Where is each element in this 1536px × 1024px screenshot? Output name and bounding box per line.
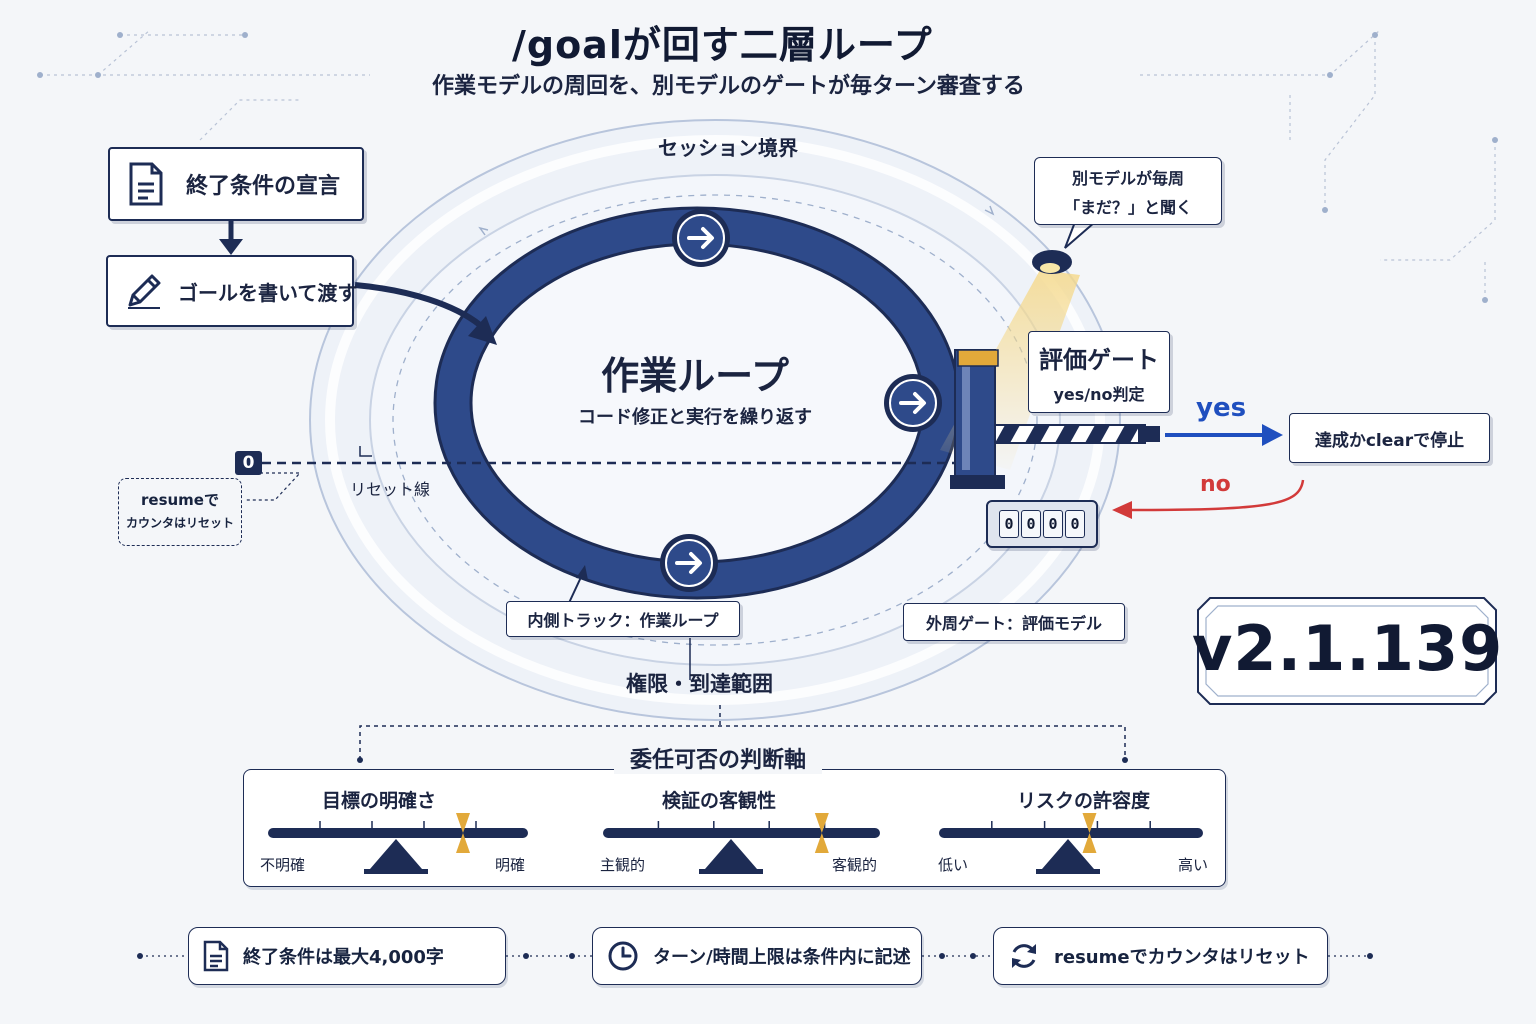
scale-right-objectivity: 客観的	[832, 856, 878, 874]
page-subtitle: 作業モデルの周回を、別モデルのゲートが毎ターン審査する	[432, 74, 1025, 99]
declare-condition-label: 終了条件の宣言	[186, 174, 341, 199]
outer-gate-label-box: 外周ゲート：評価モデル	[903, 603, 1125, 641]
declare-condition-box: 終了条件の宣言	[108, 147, 364, 221]
scale-base	[364, 869, 428, 874]
scale-clarity	[268, 813, 528, 874]
footer-item-turn-limit: ターン/時間上限は条件内に記述	[592, 927, 922, 985]
stop-condition-label: 達成かclearで停止	[1314, 430, 1465, 451]
work-loop-title: 作業ループ	[601, 354, 789, 398]
version-label: v2.1.139	[1192, 612, 1504, 685]
session-boundary-label: セッション境界	[658, 136, 798, 160]
evaluation-gate-title: 評価ゲート	[1039, 345, 1159, 374]
footer-item-resume-reset: resumeでカウンタはリセット	[993, 927, 1328, 985]
evaluation-camera-icon	[1032, 250, 1072, 274]
ring-arrow-right	[884, 374, 942, 432]
work-loop-subtitle: コード修正と実行を繰り返す	[578, 407, 812, 428]
scale-beam	[268, 828, 528, 838]
scale-fulcrum	[1042, 839, 1094, 869]
bubble-line2: 「まだ？」と聞く	[1063, 197, 1192, 217]
scale-title-risk: リスクの許容度	[1017, 790, 1151, 812]
scale-left-risk: 低い	[938, 856, 969, 874]
reset-line-label: リセット線	[350, 480, 431, 499]
permission-scope-label: 権限・到達範囲	[626, 672, 773, 696]
goal-to-loop-arrow	[354, 282, 482, 328]
evaluation-gate-card: 評価ゲート yes/no判定	[1028, 331, 1170, 413]
counter-digit: 0	[1021, 510, 1041, 538]
counter-digit: 0	[999, 510, 1019, 538]
version-badge-frame	[1197, 597, 1497, 705]
resume-note-line1: resumeで	[141, 491, 219, 509]
no-arrow	[1129, 479, 1305, 512]
refresh-icon	[1008, 940, 1040, 972]
counter-digit: 0	[1043, 510, 1063, 538]
evaluation-gate-subtitle: yes/no判定	[1053, 384, 1145, 404]
no-label: no	[1200, 472, 1231, 497]
scale-marker	[1082, 813, 1097, 853]
scale-objectivity	[603, 813, 880, 874]
pencil-icon	[124, 271, 164, 311]
footer-turn-limit-label: ターン/時間上限は条件内に記述	[653, 947, 911, 968]
stop-condition-box: 達成かclearで停止	[1289, 413, 1490, 463]
footer-resume-reset-label: resumeでカウンタはリセット	[1054, 947, 1310, 968]
yes-label: yes	[1196, 393, 1247, 423]
page-title: /goalが回す二層ループ	[512, 23, 933, 67]
clock-icon	[607, 940, 639, 972]
evaluator-speech-bubble: 別モデルが毎周 「まだ？」と聞く	[1034, 157, 1222, 225]
scale-marker	[814, 813, 829, 853]
scale-beam	[939, 828, 1203, 838]
scale-beam	[603, 828, 880, 838]
resume-reset-note: resumeで カウンタはリセット	[118, 478, 242, 546]
scale-fulcrum	[705, 839, 757, 869]
scale-title-objectivity: 検証の客観性	[662, 790, 777, 812]
scale-fulcrum	[370, 839, 422, 869]
scale-right-risk: 高い	[1178, 856, 1209, 874]
turn-counter: 0 0 0 0	[986, 500, 1098, 548]
document-icon	[128, 162, 164, 206]
inner-track-label-box: 内側トラック：作業ループ	[506, 601, 740, 637]
document-icon	[203, 940, 229, 972]
delegation-title: 委任可否の判断軸	[614, 742, 823, 774]
scale-base	[699, 869, 763, 874]
ring-arrow-top	[672, 209, 730, 267]
write-goal-label: ゴールを書いて渡す	[178, 280, 358, 305]
scale-base	[1036, 869, 1100, 874]
counter-digit: 0	[1065, 510, 1085, 538]
footer-char-limit-label: 終了条件は最大4,000字	[243, 947, 444, 968]
scale-risk	[939, 813, 1203, 874]
bubble-line1: 別モデルが毎周	[1071, 168, 1184, 188]
ring-arrow-bottom	[660, 534, 718, 592]
resume-note-line2: カウンタはリセット	[125, 516, 234, 530]
scale-marker	[456, 813, 470, 853]
evaluation-gate-barrier	[950, 349, 1160, 489]
footer-item-char-limit: 終了条件は最大4,000字	[188, 927, 506, 985]
scale-title-clarity: 目標の明確さ	[322, 790, 437, 812]
flow-down-arrow	[219, 221, 243, 255]
scale-left-clarity: 不明確	[260, 856, 306, 874]
outer-gate-label: 外周ゲート：評価モデル	[925, 614, 1102, 633]
inner-track-label: 内側トラック：作業ループ	[527, 611, 719, 630]
reset-zero-marker: 0	[235, 451, 262, 475]
scale-right-clarity: 明確	[495, 856, 526, 874]
scale-left-objectivity: 主観的	[600, 856, 646, 874]
write-goal-box: ゴールを書いて渡す	[106, 255, 358, 327]
